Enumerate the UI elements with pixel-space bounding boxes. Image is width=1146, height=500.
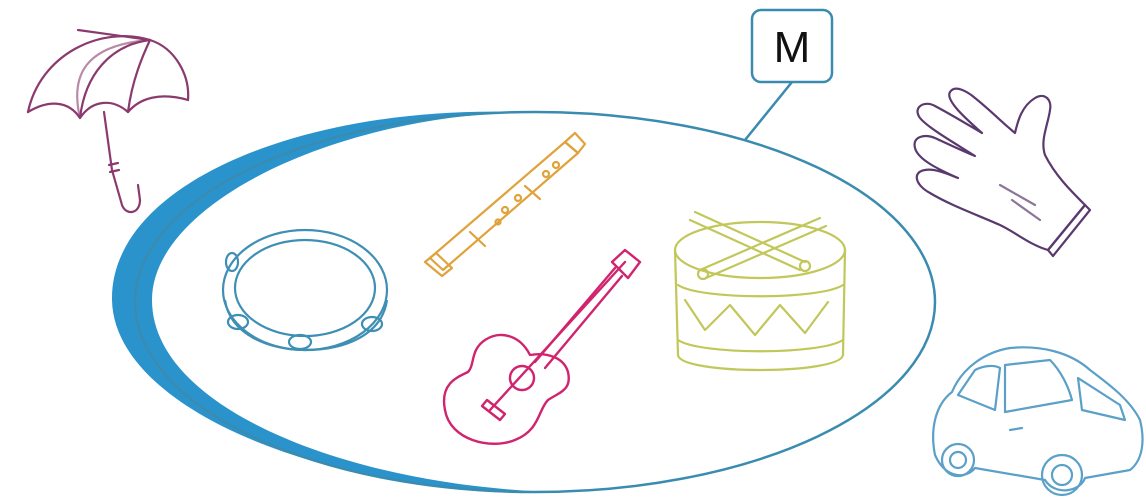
- tambourine-icon: [223, 230, 387, 350]
- ellipse-shadow: [112, 112, 560, 493]
- label-connector: [745, 82, 792, 140]
- set-label: M: [774, 23, 811, 72]
- umbrella-icon: [28, 30, 188, 212]
- set-label-box: M: [752, 10, 832, 82]
- flute-icon: [425, 133, 585, 276]
- glove-icon: [915, 89, 1090, 256]
- car-icon: [933, 347, 1142, 495]
- guitar-icon: [444, 250, 640, 444]
- drum-icon: [675, 212, 845, 370]
